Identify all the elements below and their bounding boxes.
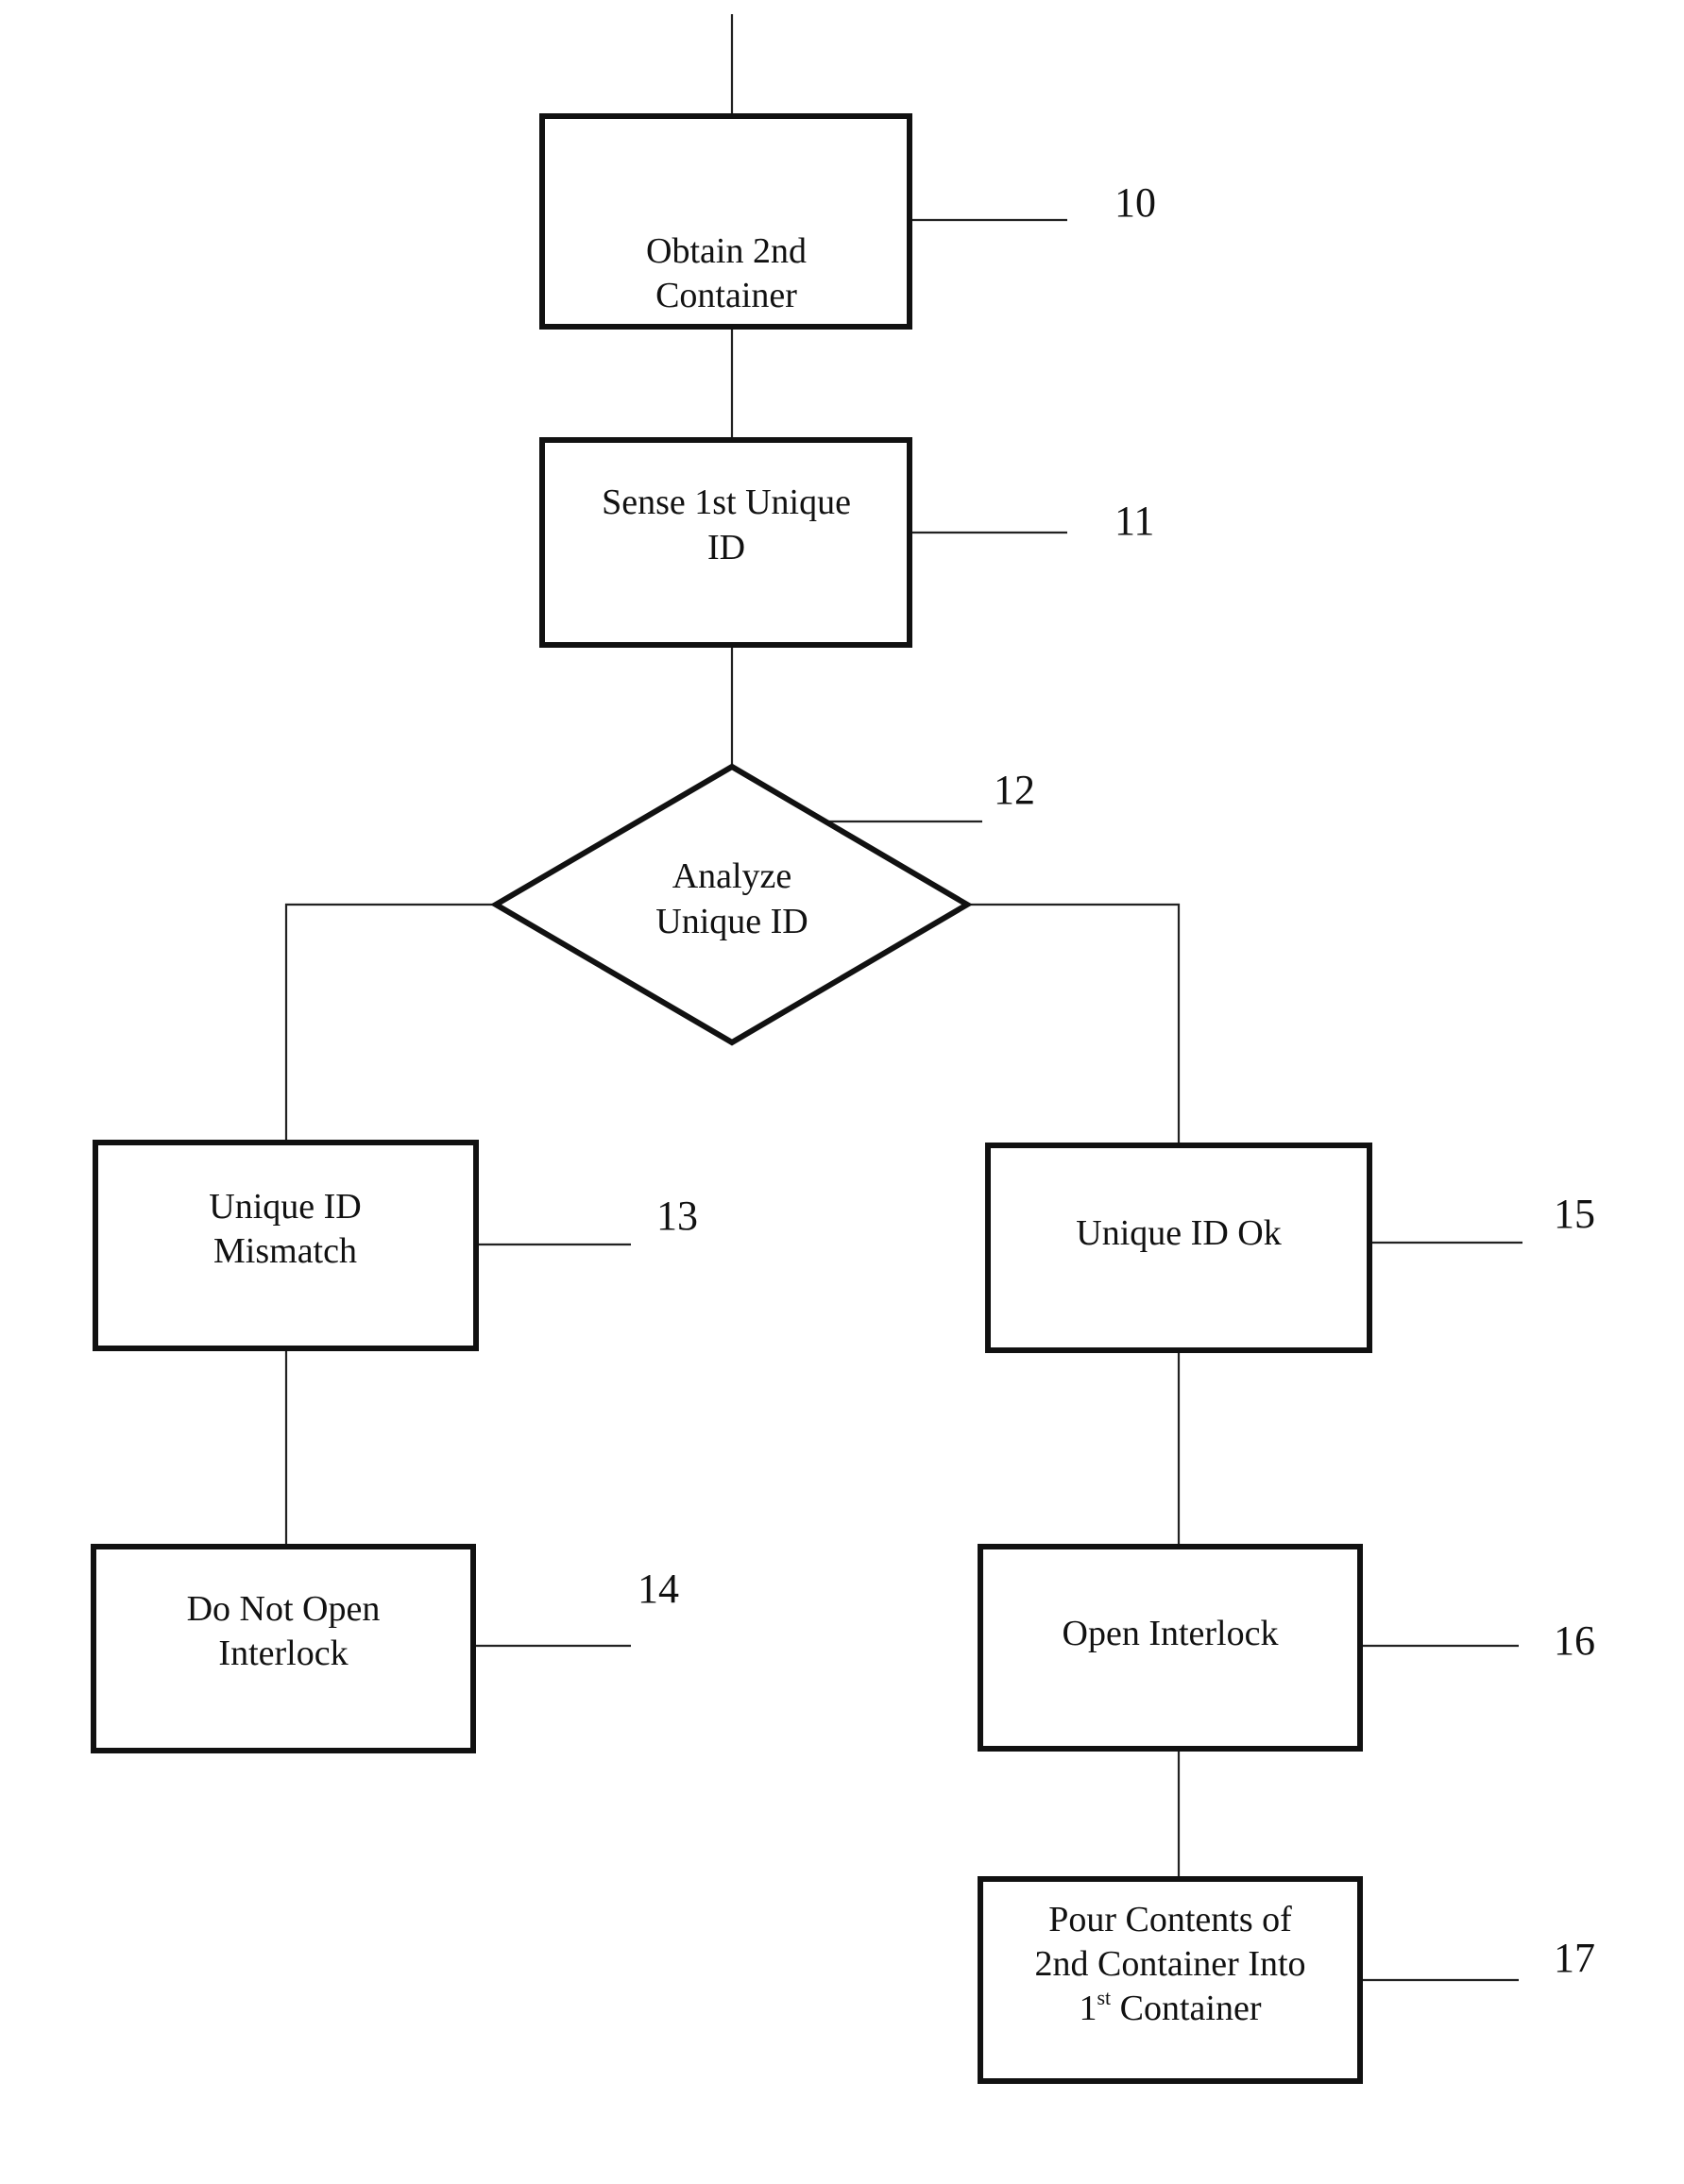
node-obtain-container: Obtain 2nd Container [542, 116, 910, 327]
pour-line2: 2nd Container Into [1034, 1944, 1305, 1984]
pour-line3-rest: Container [1111, 1989, 1262, 2028]
node-open-interlock: Open Interlock [980, 1547, 1360, 1749]
ref-label-12: 12 [994, 767, 1035, 813]
ref-label-14: 14 [638, 1566, 679, 1612]
node-analyze-decision: Analyze Unique ID [496, 767, 967, 1042]
node-id-ok: Unique ID Ok [988, 1145, 1369, 1350]
connector-analyze-ok [967, 905, 1179, 1145]
obtain-line2: Container [655, 276, 797, 315]
ref-label-10: 10 [1114, 179, 1156, 226]
pour-line1: Pour Contents of [1048, 1900, 1292, 1939]
analyze-line2: Unique ID [655, 902, 808, 941]
node-sense-id: Sense 1st Unique ID [542, 440, 910, 645]
sense-line1: Sense 1st Unique [602, 483, 851, 522]
ref-label-11: 11 [1114, 498, 1154, 544]
obtain-line1: Obtain 2nd [646, 231, 807, 271]
no-open-line2: Interlock [218, 1634, 348, 1673]
pour-line3-sup: st [1097, 1986, 1111, 2009]
node-id-mismatch: Unique ID Mismatch [95, 1143, 476, 1348]
analyze-line1: Analyze [672, 856, 792, 896]
node-pour-contents: Pour Contents of 2nd Container Into 1st … [980, 1879, 1360, 2081]
node-do-not-open: Do Not Open Interlock [94, 1547, 473, 1751]
no-open-line1: Do Not Open [187, 1589, 381, 1629]
mismatch-line1: Unique ID [209, 1187, 361, 1227]
ref-label-17: 17 [1554, 1935, 1595, 1981]
ref-label-13: 13 [656, 1193, 698, 1239]
mismatch-line2: Mismatch [213, 1231, 357, 1271]
ref-label-15: 15 [1554, 1191, 1595, 1237]
ref-label-16: 16 [1554, 1617, 1595, 1664]
open-line1: Open Interlock [1063, 1614, 1279, 1653]
sense-line2: ID [707, 528, 745, 567]
ok-line1: Unique ID Ok [1076, 1213, 1281, 1253]
pour-line3-num: 1 [1079, 1989, 1097, 2028]
connector-analyze-mismatch [286, 905, 496, 1143]
